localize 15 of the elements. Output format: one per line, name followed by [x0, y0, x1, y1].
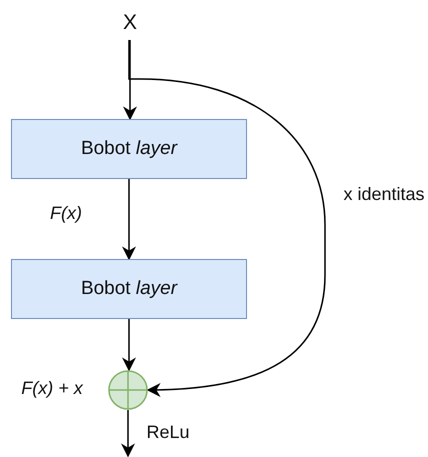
- edge-label: F(x): [49, 203, 83, 224]
- sum-label: F(x) + x: [20, 378, 84, 399]
- arrow: [121, 410, 135, 457]
- layer-box: [11, 119, 247, 179]
- arrow: [122, 179, 136, 260]
- input-label: X: [122, 11, 137, 35]
- layer-box: [11, 259, 247, 319]
- layer-label: Bobot layer: [80, 278, 178, 300]
- sum-circle: [108, 370, 148, 410]
- arrow: [128, 40, 326, 397]
- edge-label: ReLu: [145, 422, 191, 443]
- edge-label: x identitas: [342, 184, 426, 205]
- arrow: [122, 319, 136, 372]
- layer-label: Bobot layer: [80, 138, 178, 160]
- arrow: [123, 40, 137, 120]
